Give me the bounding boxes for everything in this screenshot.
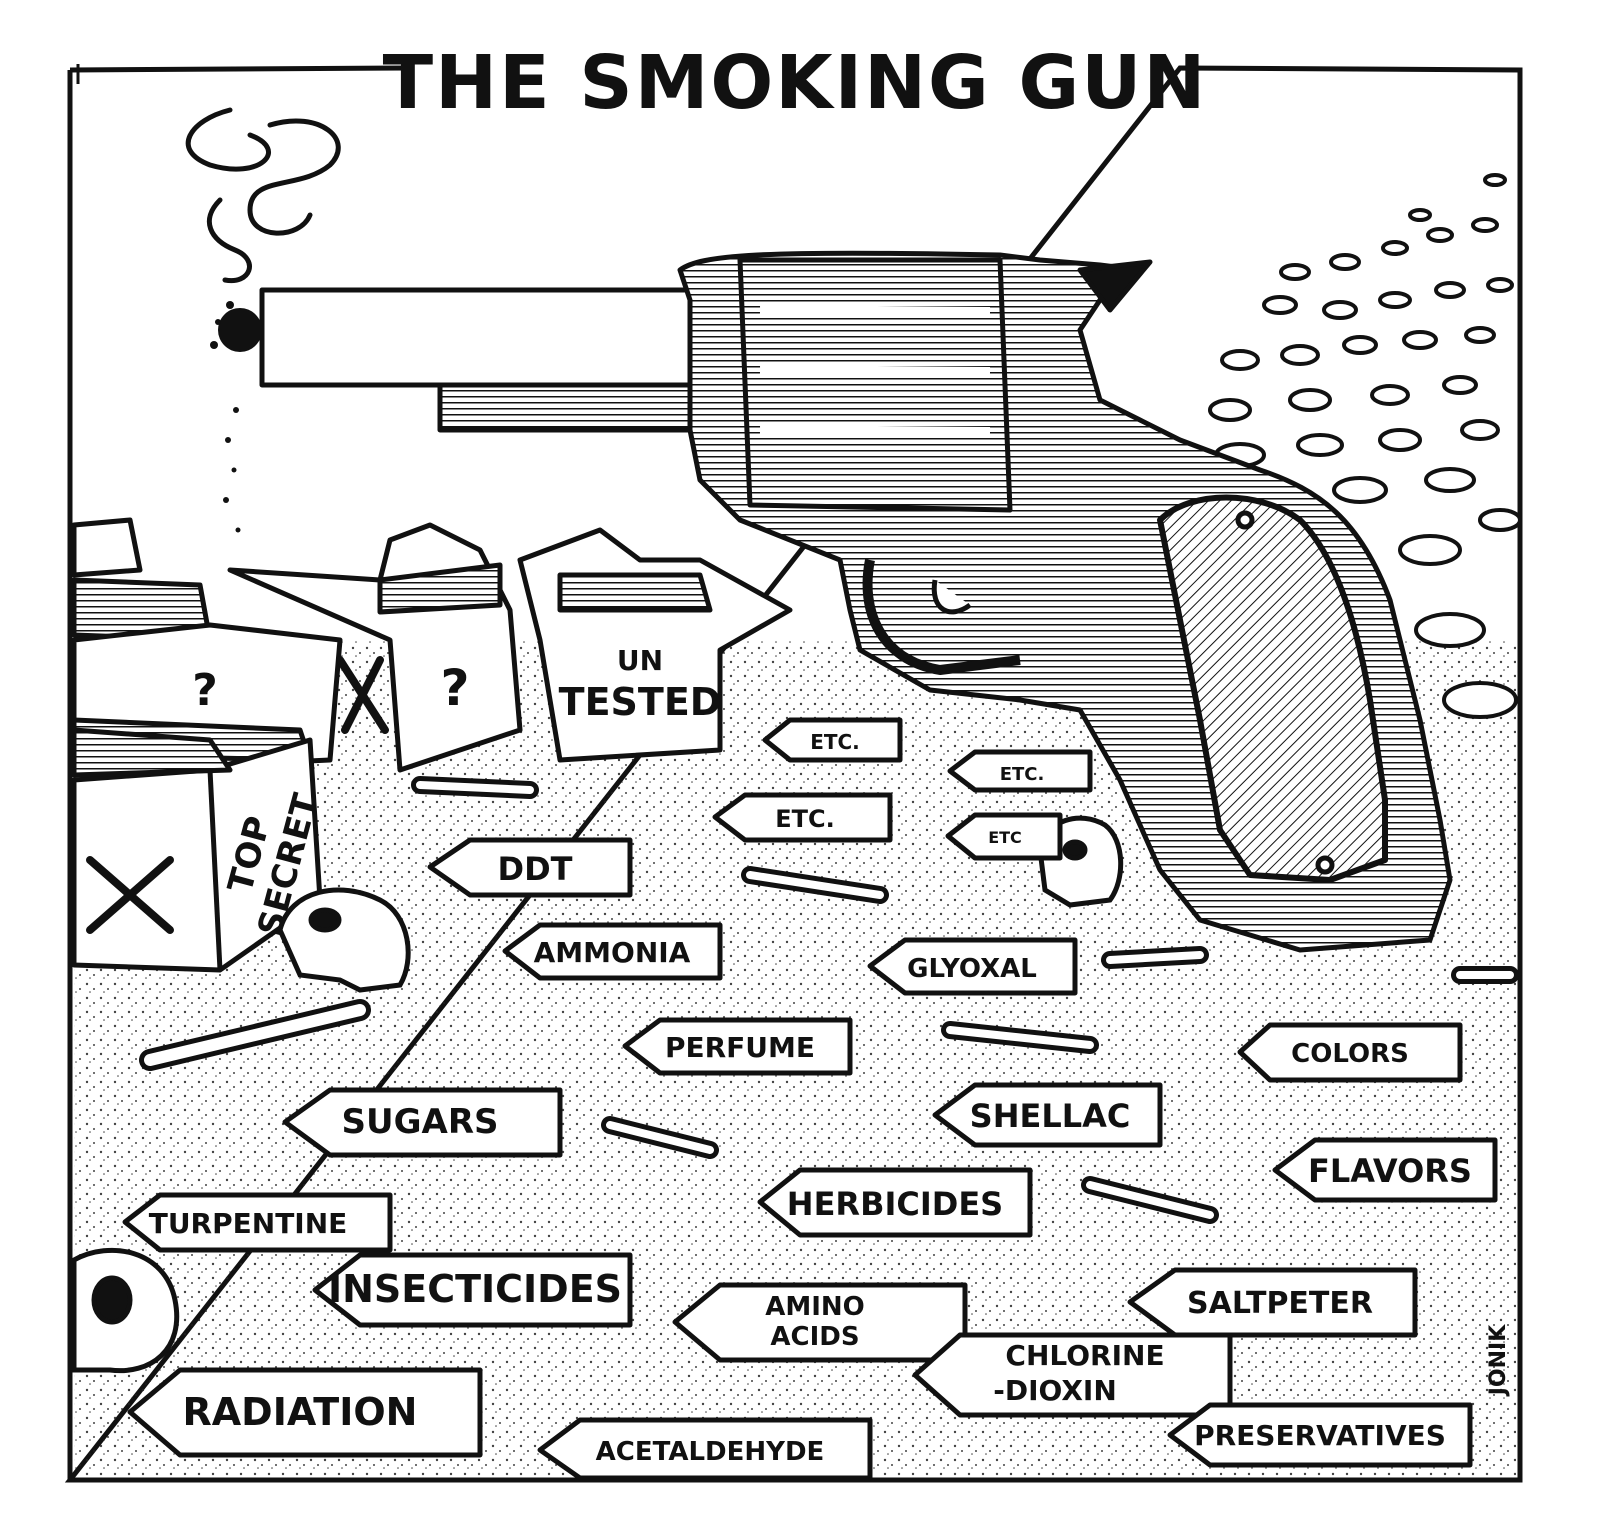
label-ammonia: AMMONIA — [534, 936, 691, 969]
bullet-radiation — [127, 1367, 483, 1458]
skulls — [71, 815, 1124, 1374]
label-amino-1: AMINO — [765, 1292, 865, 1322]
label-chlorine-2: -DIOXIN — [993, 1374, 1117, 1407]
label-radiation: RADIATION — [183, 1390, 418, 1434]
muzzle-powder — [210, 301, 262, 533]
bullet-etc-1 — [762, 717, 903, 763]
bullet-acetaldehyde — [537, 1417, 873, 1481]
ammo-boxes — [71, 517, 793, 973]
bullet-amino-acids — [672, 1282, 968, 1363]
label-amino-2: ACIDS — [770, 1322, 859, 1352]
bullet-etc-2 — [947, 749, 1093, 793]
label-shellac: SHELLAC — [970, 1097, 1131, 1135]
label-glyoxal: GLYOXAL — [907, 954, 1037, 984]
bullet-ddt — [427, 837, 633, 898]
bullet-chlorine-dioxin — [912, 1332, 1233, 1418]
bullet-flavors — [1272, 1137, 1498, 1203]
bullet-saltpeter — [1127, 1267, 1418, 1338]
bullet-ammonia — [502, 922, 723, 981]
bullet-insecticides — [312, 1252, 633, 1328]
label-saltpeter: SALTPETER — [1187, 1286, 1373, 1321]
label-colors: COLORS — [1291, 1039, 1409, 1069]
bullet-colors — [1237, 1022, 1463, 1083]
label-acetaldehyde: ACETALDEHYDE — [596, 1437, 825, 1467]
label-ddt: DDT — [498, 850, 573, 888]
bullet-etc-3 — [712, 792, 893, 843]
label-flavors: FLAVORS — [1308, 1152, 1472, 1190]
bullet-sugars — [282, 1087, 563, 1158]
label-preservatives: PRESERVATIVES — [1194, 1419, 1446, 1452]
bullet-glyoxal — [867, 937, 1078, 996]
box2-mark: ? — [440, 659, 469, 717]
bullet-perfume — [622, 1017, 853, 1076]
skull-center — [277, 887, 411, 993]
artist-signature: JONIK — [1486, 1324, 1511, 1397]
label-herbicides: HERBICIDES — [787, 1185, 1003, 1223]
bullet-shellac — [932, 1082, 1163, 1148]
distant-bullets — [1208, 173, 1522, 719]
labelled-bullets — [122, 717, 1498, 1481]
bones — [139, 776, 1519, 1224]
label-chlorine-1: CHLORINE — [1005, 1339, 1164, 1372]
box3-line2: TESTED — [559, 680, 722, 724]
smoke-curls — [185, 107, 341, 284]
box1-mark: ? — [192, 665, 218, 716]
label-sugars: SUGARS — [342, 1102, 499, 1142]
label-insecticides: INSECTICIDES — [328, 1267, 622, 1311]
bullet-etc-4 — [945, 812, 1063, 861]
crossbones-boxes — [86, 656, 389, 934]
label-etc-1: ETC. — [810, 730, 860, 754]
label-etc-3: ETC. — [775, 805, 835, 833]
cartoon-title: THE SMOKING GUN — [383, 40, 1208, 126]
bullet-preservatives — [1167, 1402, 1473, 1468]
label-perfume: PERFUME — [665, 1031, 815, 1064]
label-etc-4: ETC — [988, 828, 1022, 847]
label-etc-2: ETC. — [1000, 764, 1045, 785]
bullet-turpentine — [122, 1192, 393, 1253]
label-turpentine: TURPENTINE — [149, 1207, 348, 1240]
revolver — [259, 250, 1453, 953]
box3-line1: UN — [617, 644, 663, 677]
bullet-herbicides — [757, 1167, 1033, 1238]
